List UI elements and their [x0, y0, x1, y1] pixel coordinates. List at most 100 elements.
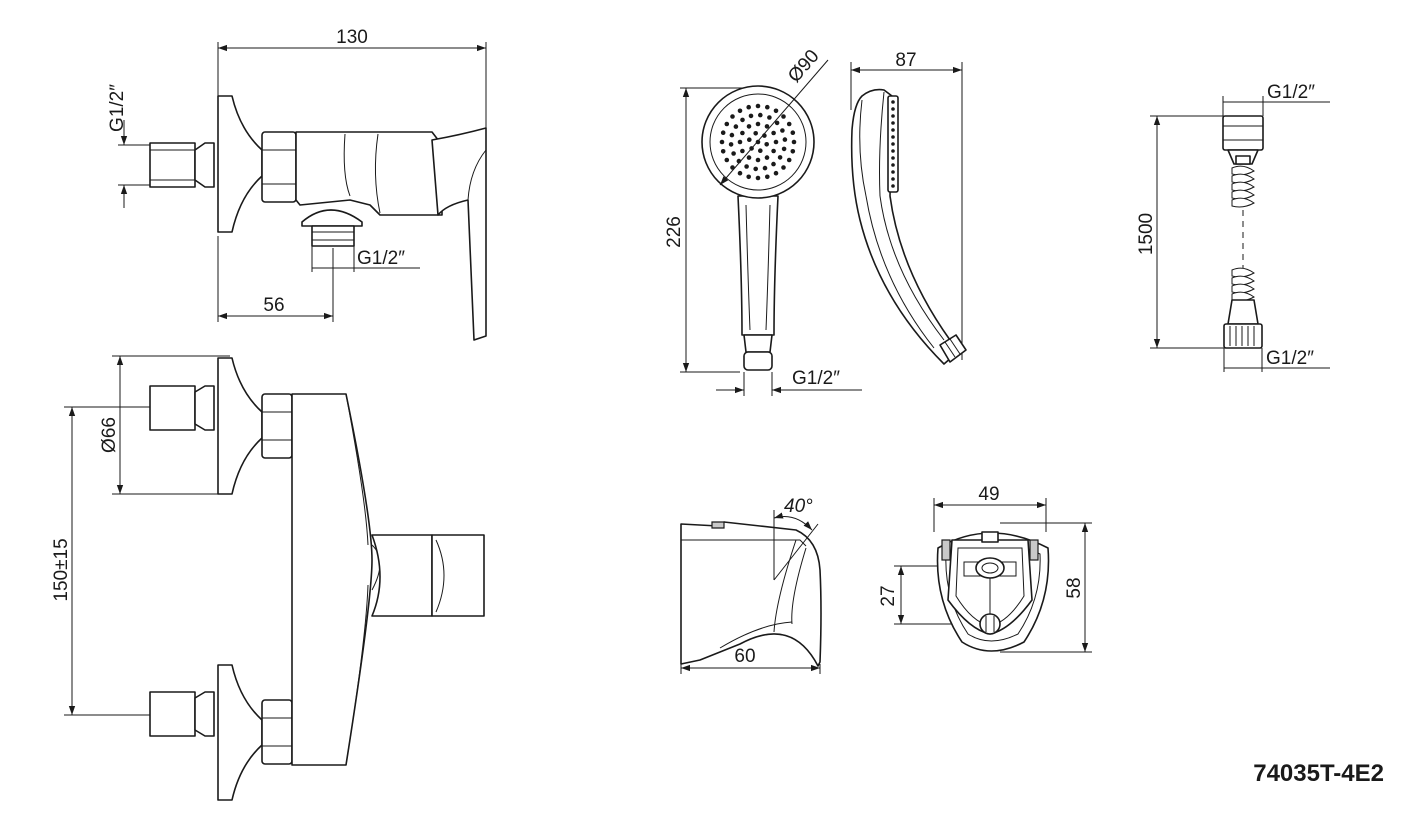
spray-nozzle	[744, 164, 749, 169]
mixer-width-label: 130	[336, 27, 368, 48]
hose-coil-segment	[1231, 197, 1255, 208]
spray-nozzle	[782, 137, 788, 142]
hose-coil-segment	[1231, 173, 1255, 184]
spray-nozzle	[730, 114, 735, 119]
spray-nozzle	[762, 165, 768, 171]
mixer-front-view: Ø66 150±15	[51, 355, 485, 801]
spray-nozzle	[764, 155, 770, 160]
side-nozzles	[891, 100, 895, 188]
spray-nozzle	[791, 139, 797, 145]
spray-nozzle	[747, 137, 752, 142]
spray-nozzle	[728, 142, 734, 147]
spray-nozzle	[755, 139, 761, 145]
hose-coil-segment	[1231, 189, 1255, 200]
spray-nozzle	[731, 151, 736, 156]
spray-nozzle	[740, 130, 745, 136]
inlet-thread-label: G1/2″	[107, 84, 128, 132]
spray-nozzle	[737, 108, 743, 114]
holder-depth-label: 60	[734, 646, 755, 667]
hose-coil-segment	[1231, 275, 1255, 286]
shower-length-label: 226	[664, 216, 685, 248]
spray-nozzle	[719, 139, 725, 145]
hose-length-label: 1500	[1136, 213, 1157, 255]
spray-nozzle	[790, 130, 796, 135]
side-nozzle	[891, 100, 895, 104]
spray-nozzle	[771, 130, 776, 136]
spray-nozzle	[733, 124, 739, 129]
shower-depth-label: 87	[895, 50, 916, 71]
spray-nozzle	[781, 146, 787, 152]
spray-nozzle	[790, 149, 796, 154]
spray-nozzle	[737, 170, 743, 176]
holder-height-label: 58	[1064, 577, 1085, 598]
hose-coil-segment	[1231, 165, 1255, 176]
inlet-spacing-label: 150±15	[51, 538, 72, 601]
product-code: 74035T-4E2	[1253, 760, 1384, 787]
spray-nozzle	[771, 161, 776, 167]
spray-nozzle	[748, 113, 754, 119]
spray-nozzle	[777, 155, 783, 160]
hand-shower-side-view: 87	[850, 50, 967, 365]
mixer-side-view: 130 G1/2″ G1/2″	[107, 27, 487, 341]
side-nozzle	[891, 156, 895, 160]
side-nozzle	[891, 170, 895, 174]
holder-side-view: 40° 60	[680, 496, 822, 674]
spray-nozzle	[724, 121, 730, 127]
side-nozzle	[891, 135, 895, 139]
knurl	[1229, 326, 1255, 346]
spray-nozzle	[758, 148, 763, 153]
spray-nozzle	[773, 139, 779, 145]
spray-nozzle	[771, 148, 776, 154]
side-nozzle	[891, 114, 895, 118]
head-diameter-label: Ø90	[784, 46, 823, 87]
spray-nozzle	[740, 148, 745, 154]
outlet-offset-label: 56	[263, 295, 284, 316]
spray-nozzle	[746, 104, 751, 110]
side-nozzle	[891, 107, 895, 111]
spray-nozzle	[740, 117, 745, 123]
side-nozzle	[891, 184, 895, 188]
spray-nozzle	[746, 155, 752, 160]
spray-nozzle	[767, 115, 772, 120]
side-nozzle	[891, 142, 895, 146]
shower-thread-label: G1/2″	[792, 368, 840, 389]
spray-nozzle	[720, 130, 726, 135]
hose-bottom-thread-label: G1/2″	[1266, 348, 1314, 369]
spray-nozzle	[774, 120, 780, 126]
spray-nozzle	[724, 157, 730, 163]
spray-nozzle	[755, 157, 761, 163]
side-nozzle	[891, 163, 895, 167]
side-nozzle	[891, 128, 895, 132]
side-nozzle	[891, 149, 895, 153]
hose-coil-segment	[1231, 267, 1255, 278]
side-nozzle	[891, 121, 895, 125]
spray-nozzle	[755, 121, 761, 127]
hose-coil-segment	[1231, 283, 1255, 294]
spray-nozzle	[781, 165, 786, 170]
spray-nozzle	[786, 121, 792, 127]
hose-coil-top	[1231, 165, 1255, 208]
holder-angle-label: 40°	[784, 496, 813, 517]
spray-nozzle	[781, 114, 786, 119]
holder-front-view: 49 58 27	[878, 484, 1092, 653]
spray-nozzle	[755, 175, 761, 181]
spray-nozzle	[755, 103, 761, 109]
hose-coil-segment	[1231, 181, 1255, 192]
spray-nozzle	[753, 131, 758, 136]
hose-top-thread-label: G1/2″	[1267, 82, 1315, 103]
side-nozzle	[891, 177, 895, 181]
hand-shower-front-view: 226 Ø90 G1/2″	[664, 46, 862, 396]
spray-nozzle	[780, 128, 785, 133]
holder-width-label: 49	[978, 484, 999, 505]
spray-nozzle	[746, 174, 751, 180]
spray-nozzle	[753, 166, 758, 172]
spray-nozzle	[764, 124, 770, 129]
spray-nozzles	[719, 103, 797, 181]
holder-hole-spacing-label: 27	[878, 585, 899, 606]
spray-nozzle	[773, 108, 779, 114]
hose-coil-bottom	[1231, 267, 1255, 302]
spray-nozzle	[765, 104, 770, 110]
spray-nozzle	[758, 112, 763, 118]
spray-nozzle	[737, 139, 743, 145]
spray-nozzle	[720, 149, 726, 154]
